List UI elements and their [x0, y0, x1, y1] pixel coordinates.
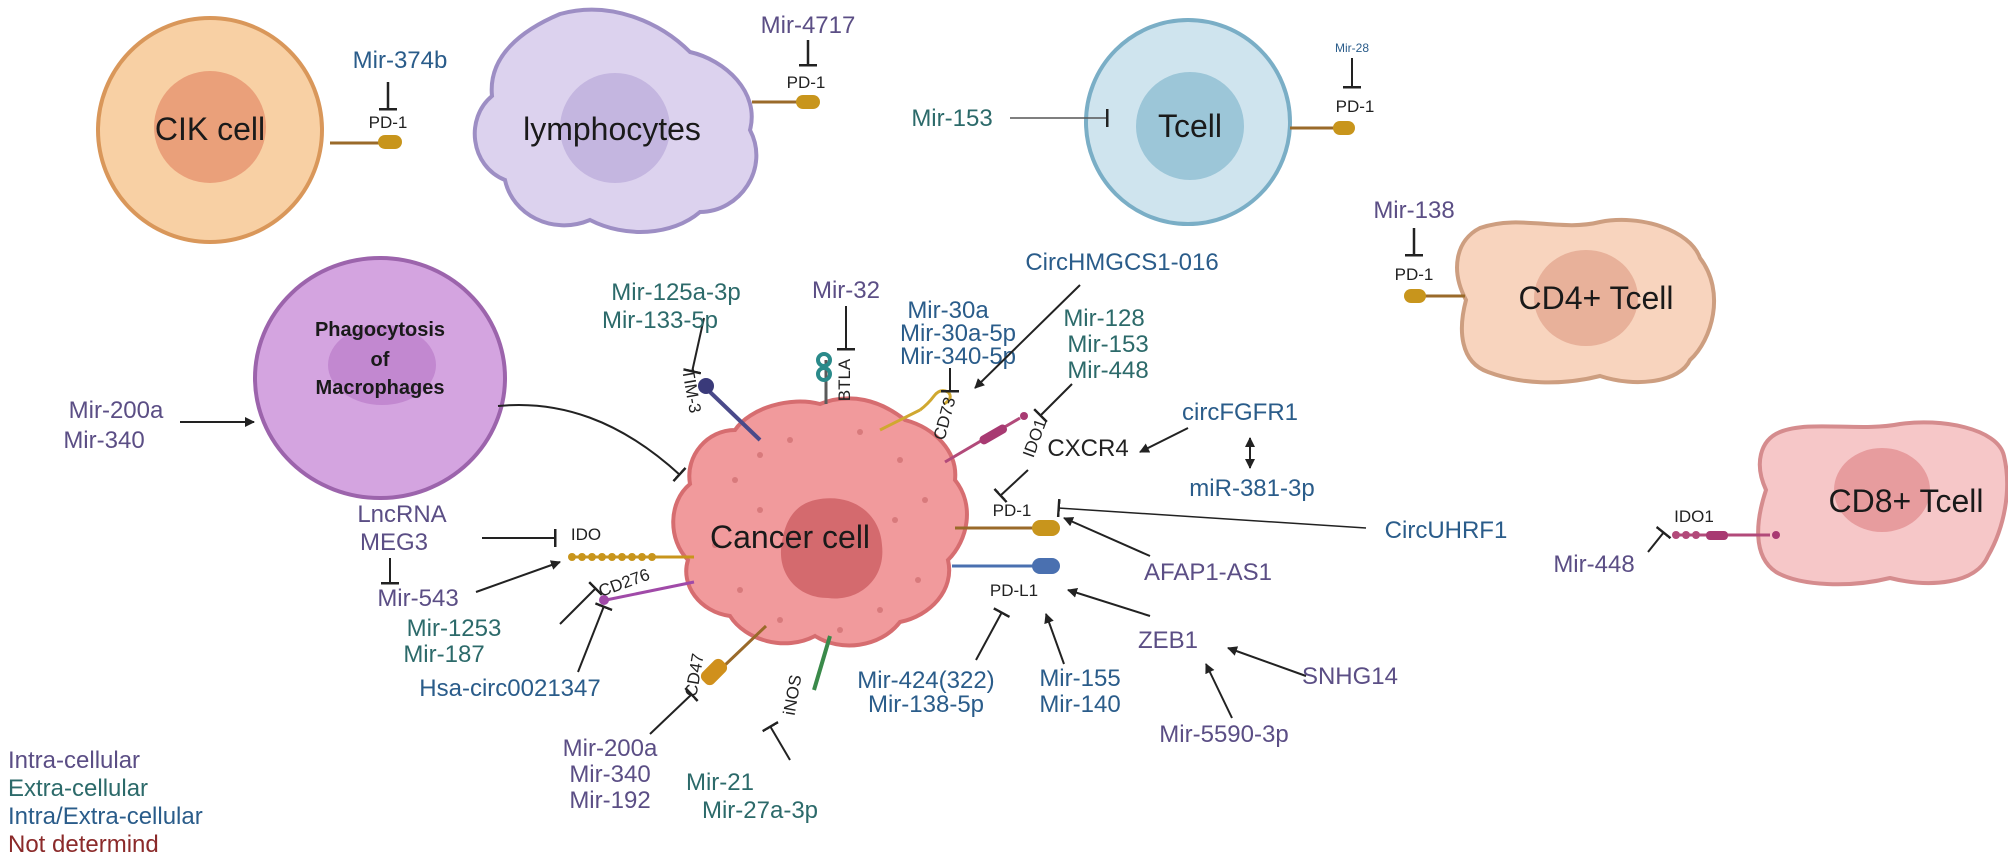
ido1-label-cd8: IDO1 [1674, 507, 1714, 526]
mir-381-label: miR-381-3p [1189, 475, 1314, 502]
legend-intra: Intra-cellular [8, 747, 140, 774]
zeb1-label: ZEB1 [1138, 627, 1198, 654]
cd8-label: CD8+ Tcell [1828, 483, 1983, 519]
mir-155-label: Mir-155 [1039, 665, 1120, 692]
mir-153-cancer-label: Mir-153 [1067, 331, 1148, 358]
cd73-receptor: CD73 Mir-30a Mir-30a-5p Mir-340-5p CircH… [879, 249, 1219, 442]
pd1-label-tcell: PD-1 [1336, 97, 1375, 116]
ido-label: IDO [571, 525, 601, 544]
inos-label: iNOS [780, 673, 806, 716]
circuhrf1-label: CircUHRF1 [1385, 517, 1508, 544]
cxcr4-label: CXCR4 [1047, 435, 1128, 462]
mir-30a-label: Mir-30a [907, 297, 989, 324]
ido1-label-cancer: IDO1 [1019, 416, 1050, 460]
mir-138-5p-label: Mir-138-5p [868, 691, 984, 718]
cd276-receptor: CD276 Mir-1253 Mir-187 Hsa-circ0021347 [403, 565, 695, 702]
cancer-cell: Cancer cell [671, 396, 969, 648]
mir-1253-label: Mir-1253 [407, 615, 502, 642]
mir-543-label: Mir-543 [377, 585, 458, 612]
mir-340-cd47-label: Mir-340 [569, 761, 650, 788]
hsa-circ-label: Hsa-circ0021347 [419, 675, 600, 702]
macrophage-line3: Macrophages [316, 377, 445, 399]
afap1-label: AFAP1-AS1 [1144, 559, 1272, 586]
meg3-label: MEG3 [360, 529, 428, 556]
mir-32-label: Mir-32 [812, 277, 880, 304]
pd1-receptor-cancer: PD-1 CircUHRF1 AFAP1-AS1 [955, 498, 1508, 586]
tim3-label: TIM-3 [678, 368, 704, 415]
legend: Intra-cellular Extra-cellular Intra/Extr… [8, 747, 203, 858]
lncrna-label: LncRNA [357, 501, 446, 528]
lymphocyte-cell: lymphocytes PD-1 Mir-4717 [472, 7, 856, 234]
cd4-label: CD4+ Tcell [1518, 280, 1673, 316]
mir-125a-label: Mir-125a-3p [611, 279, 740, 306]
lymphocytes-label: lymphocytes [523, 111, 701, 147]
circfgfr1-label: circFGFR1 [1182, 399, 1298, 426]
pd1-label-cd4: PD-1 [1395, 265, 1434, 284]
mir-374b-label: Mir-374b [353, 47, 448, 74]
macrophage-line1: Phagocytosis [315, 319, 445, 341]
mir-187-label: Mir-187 [403, 641, 484, 668]
legend-not-determined: Not determind [8, 831, 159, 858]
pd1-receptor-cd4 [1404, 289, 1426, 303]
pdl1-receptor-cancer: PD-L1 ZEB1 SNHG14 Mir-5590-3p Mir-155 Mi… [857, 558, 1398, 748]
tcell-label: Tcell [1158, 108, 1222, 144]
mir-153-tcell-label: Mir-153 [911, 105, 992, 132]
pd1-receptor-tcell [1333, 121, 1355, 135]
legend-intra-extra: Intra/Extra-cellular [8, 803, 203, 830]
mir-21-label: Mir-21 [686, 769, 754, 796]
mir-140-label: Mir-140 [1039, 691, 1120, 718]
mir-424-label: Mir-424(322) [857, 667, 994, 694]
mir-200a-mac-label: Mir-200a [69, 397, 164, 424]
mir-30a-5p-label: Mir-30a-5p [900, 320, 1016, 347]
macrophage-line2: of [371, 349, 390, 371]
tim3-receptor: TIM-3 Mir-125a-3p Mir-133-5p [602, 279, 762, 442]
pdl1-label: PD-L1 [990, 581, 1038, 600]
ido1-receptor-cancer: IDO1 Mir-128 Mir-153 Mir-448 [944, 305, 1149, 464]
mir-448-cd8-label: Mir-448 [1553, 551, 1634, 578]
mir-448-cancer-label: Mir-448 [1067, 357, 1148, 384]
cd8-tcell: CD8+ Tcell IDO1 Mir-448 [1553, 420, 2008, 587]
cxcr4-node: CXCR4 circFGFR1 miR-381-3p [993, 399, 1315, 503]
mir-5590-label: Mir-5590-3p [1159, 721, 1288, 748]
mir-340-mac-label: Mir-340 [63, 427, 144, 454]
pd1-receptor-cik [378, 135, 402, 149]
btla-label: BTLA [835, 358, 854, 401]
mir-138-cd4-label: Mir-138 [1373, 197, 1454, 224]
pd1-label-lymphocytes: PD-1 [787, 73, 826, 92]
mir-128-label: Mir-128 [1063, 305, 1144, 332]
mir-4717-label: Mir-4717 [761, 12, 856, 39]
pd1-receptor-lymphocytes [796, 95, 820, 109]
ido1-receptor-cd8 [1706, 531, 1728, 540]
snhg14-label: SNHG14 [1302, 663, 1398, 690]
ido-receptor: IDO LncRNA MEG3 Mir-543 [357, 501, 694, 612]
macrophage-cell: Phagocytosis of Macrophages Mir-200a Mir… [63, 256, 687, 500]
cik-cell-label: CIK cell [155, 111, 265, 147]
cd73-label: CD73 [930, 395, 960, 442]
pd1-label-cancer: PD-1 [993, 501, 1032, 520]
cik-cell: CIK cell PD-1 Mir-374b [96, 16, 448, 244]
mir-27a-label: Mir-27a-3p [702, 797, 818, 824]
t-cell: Tcell Mir-153 PD-1 Mir-28 [911, 18, 1375, 226]
legend-extra: Extra-cellular [8, 775, 148, 802]
mir-28-label: Mir-28 [1335, 41, 1369, 55]
cd47-label: CD47 [681, 652, 707, 698]
mir-192-label: Mir-192 [569, 787, 650, 814]
pd1-label-cik: PD-1 [369, 113, 408, 132]
cancer-cell-label: Cancer cell [710, 519, 870, 555]
inos-receptor: iNOS Mir-21 Mir-27a-3p [686, 635, 832, 824]
btla-receptor: BTLA Mir-32 [812, 277, 880, 404]
circhmgcs1-label: CircHMGCS1-016 [1025, 249, 1218, 276]
cd4-tcell: CD4+ Tcell PD-1 Mir-138 [1373, 197, 1716, 385]
mir-200a-cd47-label: Mir-200a [563, 735, 658, 762]
mir-133-label: Mir-133-5p [602, 307, 718, 334]
